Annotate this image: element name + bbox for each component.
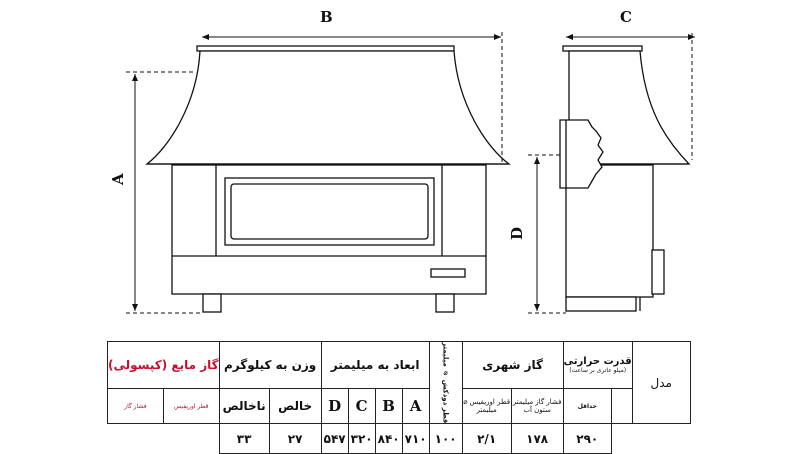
lpg-empty-1 bbox=[108, 424, 164, 454]
dim-col-c: C bbox=[347, 387, 376, 425]
dim-col-d: D bbox=[320, 387, 349, 425]
dim-col-b: B bbox=[374, 387, 403, 425]
dim-col-a: A bbox=[401, 387, 430, 425]
dimensions-header: ابعاد به میلیمتر bbox=[320, 341, 430, 389]
lpg-sub-orifice: قطر اوریفیس bbox=[162, 387, 220, 425]
lpg-empty-2 bbox=[163, 424, 219, 454]
dim-value-b: ۸۴۰ bbox=[374, 423, 403, 454]
flue-value: ۱۰۰ bbox=[428, 423, 463, 454]
front-view bbox=[145, 45, 511, 313]
dim-value-c: ۳۲۰ bbox=[347, 423, 376, 454]
dimension-c bbox=[566, 33, 695, 160]
natural-gas-header: گاز شهری bbox=[461, 341, 564, 389]
dimension-b bbox=[202, 32, 503, 162]
heating-empty bbox=[611, 424, 632, 454]
model-header: مدل bbox=[631, 340, 691, 425]
dimension-d bbox=[528, 154, 566, 314]
spec-table: گاز مایع (کپسولی) وزن به کیلوگرم ابعاد ب… bbox=[107, 340, 691, 454]
heating-blank-cell bbox=[610, 387, 633, 425]
weight-gross-value: ۳۳ bbox=[218, 423, 270, 454]
lpg-header: گاز مایع (کپسولی) bbox=[107, 341, 220, 389]
heating-capacity-header-cell: قدرت حرارتی (میلو عاتری بر ساعت) bbox=[562, 341, 633, 389]
flue-header: قطر دودکش ⌀ میلیمتر bbox=[428, 340, 463, 425]
model-empty bbox=[632, 424, 690, 454]
ng-pressure-label: فشار گاز میلیمتر ستون آب bbox=[510, 387, 564, 425]
dim-value-d: ۵۴۷ bbox=[320, 423, 349, 454]
dim-value-a: ۷۱۰ bbox=[401, 423, 430, 454]
weight-net-label: خالص bbox=[268, 387, 322, 425]
technical-drawing: B A C D bbox=[109, 8, 695, 314]
heating-min-label: حداقل bbox=[562, 387, 612, 425]
weight-gross-label: ناخالص bbox=[218, 387, 270, 425]
dimension-label-b: B bbox=[320, 8, 333, 26]
dimension-label-c: C bbox=[620, 8, 632, 26]
dimension-a bbox=[126, 71, 200, 314]
weight-net-value: ۲۷ bbox=[268, 423, 322, 454]
weight-header: وزن به کیلوگرم bbox=[218, 341, 322, 389]
heating-capacity-sub: (میلو عاتری بر ساعت) bbox=[569, 366, 627, 374]
lpg-sub-pressure: فشار گاز bbox=[107, 387, 164, 425]
heating-capacity-header: قدرت حرارتی bbox=[563, 355, 632, 367]
ng-orifice-value: ۲/۱ bbox=[461, 423, 512, 454]
dimension-label-d: D bbox=[508, 227, 526, 240]
dimension-label-a: A bbox=[109, 173, 127, 186]
ng-orifice-label: قطر اوریفیس ⌀ میلیمتر bbox=[461, 387, 512, 425]
side-view bbox=[559, 45, 691, 312]
ng-pressure-value: ۱۷۸ bbox=[510, 423, 564, 454]
heating-value: ۲۹۰ bbox=[562, 423, 612, 454]
